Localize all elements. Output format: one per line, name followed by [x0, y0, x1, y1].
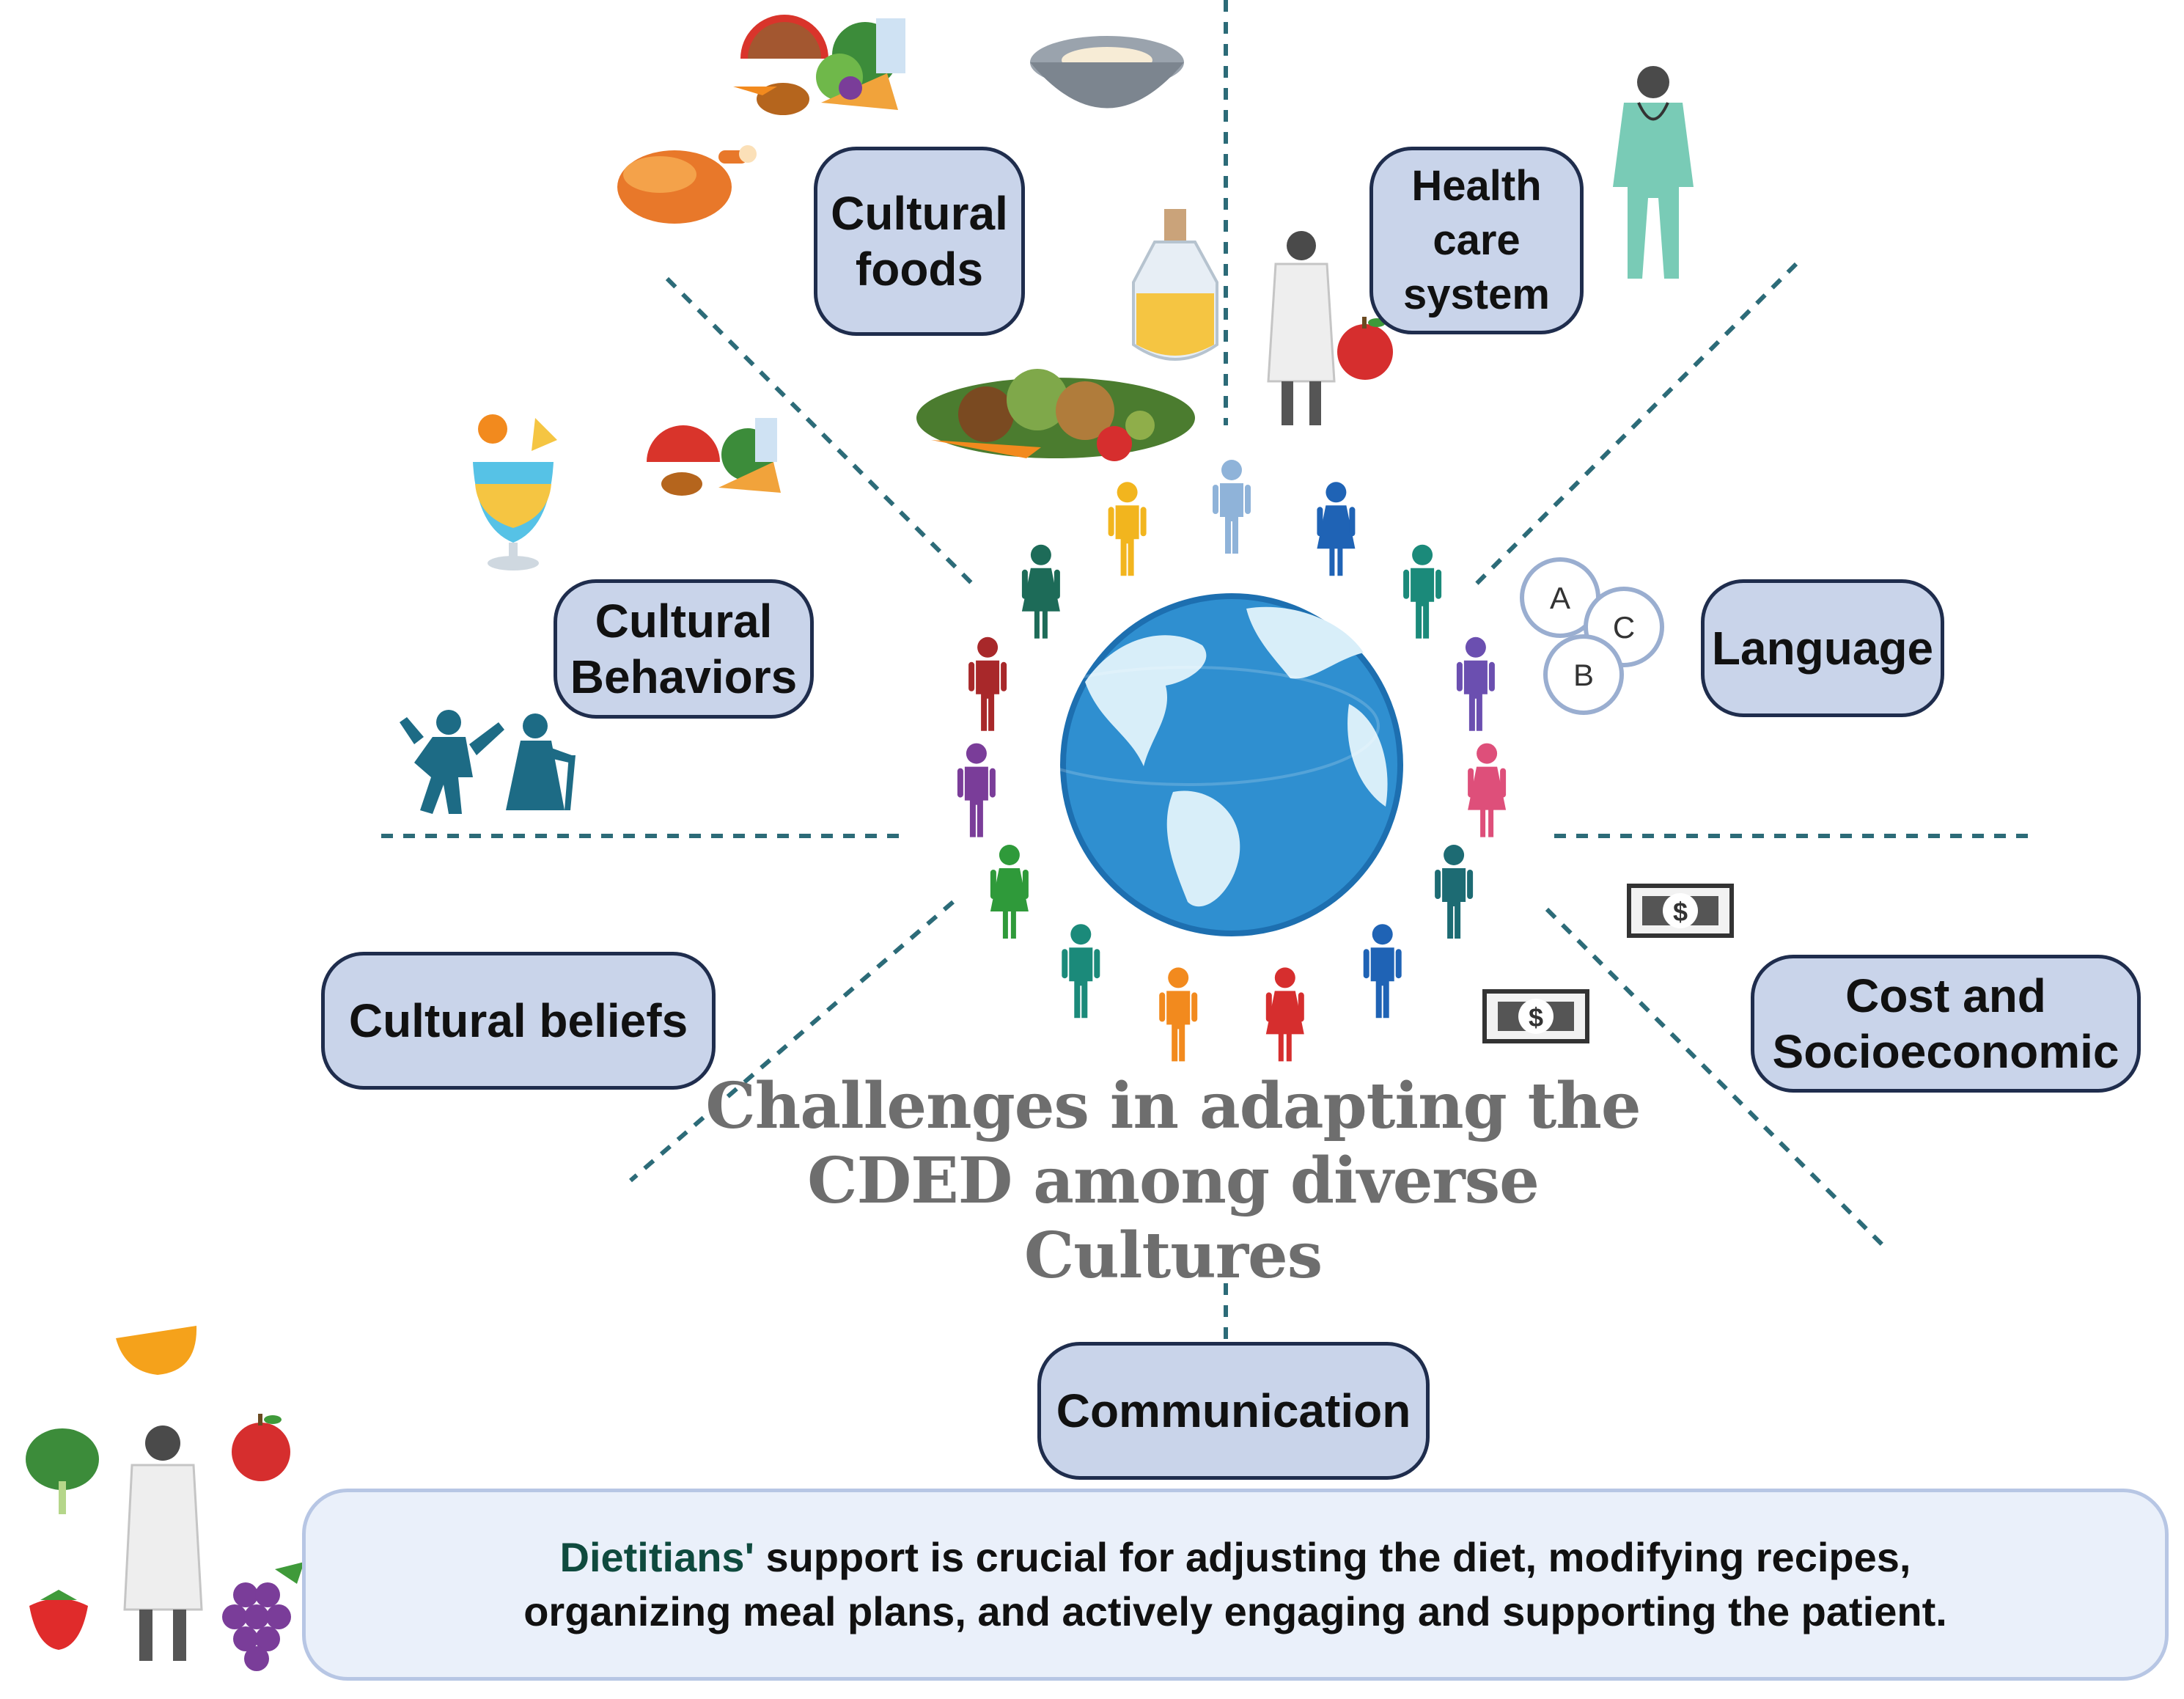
person-icon [1363, 924, 1402, 1019]
person-icon [1021, 544, 1060, 639]
connector-lines [381, 0, 2038, 1342]
node-communication: Communication [1037, 1342, 1430, 1480]
person-icon [1108, 482, 1147, 576]
note-highlight: Dietitians' [559, 1534, 754, 1580]
bubble-letter-a: A [1550, 581, 1570, 615]
node-cultural-behaviors-line1: Cultural [595, 595, 773, 647]
spinach-icon [26, 1428, 99, 1514]
money-symbol: $ [1529, 1002, 1543, 1032]
abc-bubbles: A C B [1520, 557, 1664, 715]
flour-bowl-icon [1030, 36, 1184, 109]
dancers-icon [400, 710, 576, 814]
grapes-icon [222, 1562, 304, 1671]
connector-upper-right [1471, 262, 1798, 589]
node-health-care-system: Health care system [1369, 147, 1584, 334]
person-icon [957, 743, 996, 837]
node-language: Language [1701, 579, 1944, 717]
node-cultural-foods-line2: foods [855, 243, 984, 296]
node-cost-line2: Socioeconomic [1772, 1025, 2119, 1078]
money-symbol: $ [1673, 897, 1688, 927]
chicken-icon [617, 145, 757, 224]
node-cost-line1: Cost and [1845, 969, 2046, 1022]
oil-bottle-icon [1132, 209, 1218, 361]
nurse-icon [1613, 66, 1694, 279]
person-icon [1265, 967, 1304, 1062]
node-health-care-line2: care [1433, 216, 1521, 264]
person-icon [1062, 924, 1100, 1019]
person-icon [1159, 967, 1198, 1062]
strawberry-icon [29, 1590, 88, 1650]
person-icon [990, 845, 1029, 939]
apple-icon [232, 1414, 290, 1481]
dietitian-icon [123, 1425, 203, 1661]
connector-lower-right [1545, 907, 1886, 1249]
diagram-title-line2: CDED among diverse Cultures [807, 1144, 1540, 1293]
note-line1: Dietitians' support is crucial for adjus… [560, 1530, 1911, 1585]
person-icon [1403, 544, 1442, 639]
apple-icon [1337, 317, 1393, 380]
bubble-letter-c: C [1613, 610, 1635, 645]
dietitian-support-note: Dietitians' support is crucial for adjus… [302, 1489, 2169, 1681]
vegetables-icon [916, 369, 1195, 461]
connector-upper-left [665, 276, 977, 589]
globe-icon [996, 593, 1403, 936]
people-ring [957, 460, 1507, 1062]
bubble-letter-b: B [1573, 658, 1594, 692]
note-line1-rest: support is crucial for adjusting the die… [754, 1534, 1911, 1580]
node-cultural-beliefs: Cultural beliefs [321, 952, 716, 1090]
person-icon [1456, 636, 1495, 731]
person-icon [1317, 482, 1356, 576]
diagram-title: Challenges in adapting the CDED among di… [660, 1069, 1686, 1293]
node-language-line1: Language [1711, 622, 1934, 675]
person-icon [1435, 845, 1474, 939]
groceries-icon [647, 418, 781, 496]
person-icon [1468, 743, 1507, 837]
node-cultural-foods-line1: Cultural [831, 187, 1008, 240]
person-icon [968, 636, 1007, 731]
connector-lower-left [629, 900, 955, 1183]
doctor-icon [1267, 231, 1336, 425]
node-health-care-line1: Health [1411, 162, 1542, 210]
money-icon: $ [1627, 884, 1734, 938]
note-line2: organizing meal plans, and actively enga… [523, 1588, 1947, 1634]
node-cultural-behaviors-line2: Behaviors [570, 650, 798, 703]
money-icon: $ [1482, 989, 1589, 1043]
node-health-care-line3: system [1403, 271, 1550, 318]
node-cultural-beliefs-line1: Cultural beliefs [348, 994, 688, 1047]
cocktail-icon [473, 414, 557, 570]
diagram-title-line1: Challenges in adapting the [705, 1069, 1641, 1143]
person-icon [1213, 460, 1251, 554]
node-communication-line1: Communication [1056, 1384, 1411, 1437]
groceries-icon [733, 15, 905, 115]
orange-icon [116, 1326, 197, 1375]
